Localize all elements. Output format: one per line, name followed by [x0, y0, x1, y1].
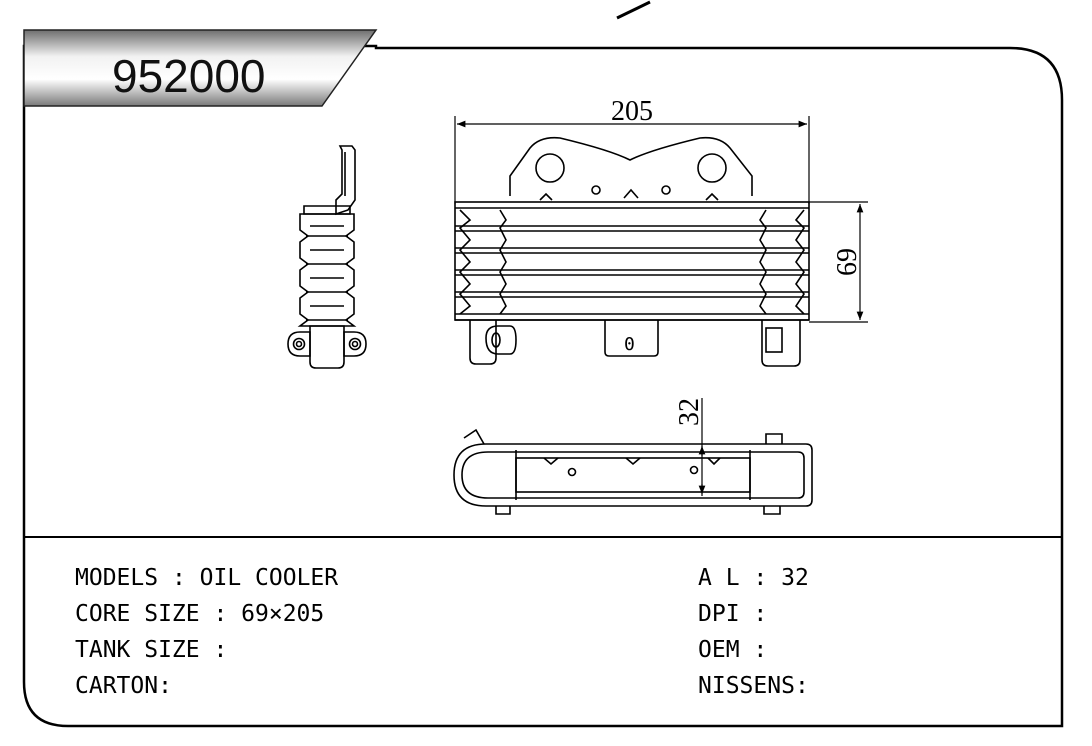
dimension-height: 69 — [809, 201, 868, 323]
spec-key: CARTON — [75, 673, 159, 699]
spec-sep: : — [739, 565, 782, 591]
dimension-depth: 32 — [674, 398, 706, 496]
side-view — [287, 145, 367, 369]
top-view — [453, 428, 813, 515]
spec-key: OEM — [698, 637, 740, 663]
spec-oem: OEM : — [698, 639, 767, 662]
dimension-height-label: 69 — [832, 248, 863, 276]
spec-sep: : — [199, 601, 242, 627]
spec-value: 32 — [781, 565, 809, 591]
part-number: 952000 — [112, 50, 266, 102]
dimension-width: 205 — [454, 96, 810, 204]
spec-sep: : — [739, 601, 768, 627]
sheet-frame — [22, 44, 1064, 728]
title-banner: 952000 — [23, 29, 378, 107]
spec-dpi: DPI : — [698, 603, 767, 626]
hole-label: 0 — [624, 334, 635, 355]
dimension-depth-label: 32 — [674, 398, 705, 426]
spec-nissens: NISSENS: — [698, 675, 809, 698]
spec-core-size: CORE SIZE : 69×205 — [75, 603, 324, 626]
spec-sep: : — [158, 673, 172, 699]
spec-key: NISSENS — [698, 673, 795, 699]
spec-key: MODELS — [75, 565, 159, 591]
stray-mark — [616, 0, 651, 20]
spec-models: MODELS : OIL COOLER — [75, 567, 338, 590]
spec-value: OIL COOLER — [199, 565, 339, 591]
spec-key: DPI — [698, 601, 740, 627]
spec-key: CORE SIZE — [75, 601, 200, 627]
spec-sep: : — [739, 637, 768, 663]
spec-sep: : — [199, 637, 228, 663]
spec-key: A L — [698, 565, 740, 591]
spec-sep: : — [794, 673, 809, 699]
spec-al: A L : 32 — [698, 567, 809, 590]
spec-sep: : — [158, 565, 200, 591]
front-view — [454, 136, 810, 367]
spec-value: 69×205 — [241, 601, 325, 627]
dimension-width-label: 205 — [611, 96, 653, 127]
spec-key: TANK SIZE — [75, 637, 200, 663]
spec-carton: CARTON: — [75, 675, 172, 698]
spec-tank-size: TANK SIZE : — [75, 639, 227, 662]
